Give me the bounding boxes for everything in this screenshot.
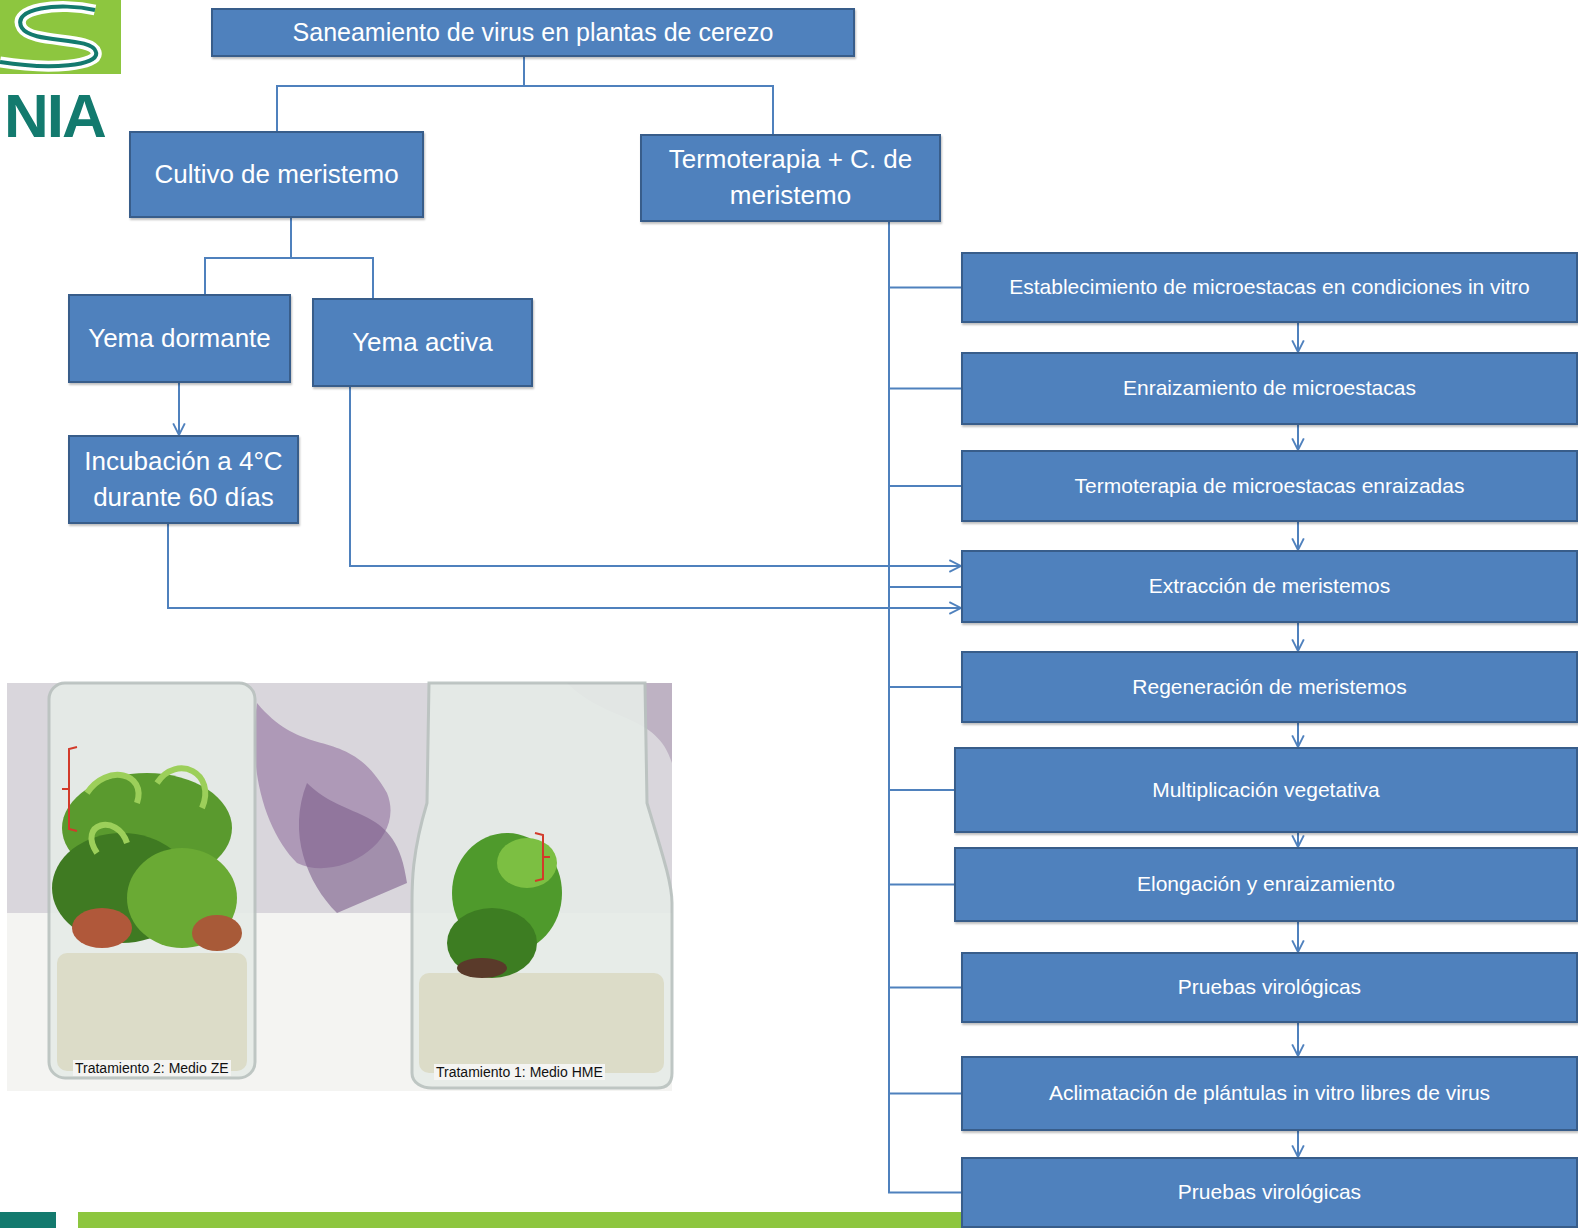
process-box: Saneamiento de virus en plantas de cerez… bbox=[211, 8, 855, 57]
box-label: Regeneración de meristemos bbox=[1132, 673, 1406, 702]
process-box: Termoterapia de microestacas enraizadas bbox=[961, 450, 1578, 522]
box-label: Cultivo de meristemo bbox=[154, 157, 398, 193]
box-text-group: Termoterapia de microestacas enraizadas bbox=[1069, 470, 1471, 503]
flow-connector bbox=[889, 222, 954, 790]
process-box: Termoterapia + C. de meristemo bbox=[640, 134, 941, 222]
box-text-group: Incubación a 4°C durante 60 días bbox=[70, 442, 297, 518]
box-label: Multiplicación vegetativa bbox=[1152, 776, 1380, 805]
logo-s bbox=[0, 7, 96, 67]
box-text-group: Elongación y enraizamiento bbox=[1131, 868, 1401, 901]
flow-connector bbox=[1297, 723, 1299, 747]
photo-caption: Tratamiento 1: Medio HME bbox=[434, 1064, 605, 1080]
flow-connector bbox=[889, 222, 961, 1193]
box-label: Yema activa bbox=[352, 325, 493, 361]
box-text-group: Regeneración de meristemos bbox=[1126, 671, 1412, 704]
flow-connector bbox=[889, 222, 961, 587]
process-box: Pruebas virológicas bbox=[961, 1157, 1578, 1228]
box-label: Saneamiento de virus en plantas de cerez… bbox=[293, 15, 774, 50]
process-box: Establecimiento de microestacas en condi… bbox=[961, 252, 1578, 323]
flow-connector bbox=[291, 218, 373, 298]
box-text-group: Extracción de meristemos bbox=[1143, 570, 1397, 603]
process-box: Elongación y enraizamiento bbox=[954, 847, 1578, 922]
box-label: Enraizamiento de microestacas bbox=[1123, 374, 1416, 403]
flow-connector bbox=[205, 218, 291, 294]
footer-bar bbox=[78, 1212, 978, 1228]
box-label: Pruebas virológicas bbox=[1178, 973, 1361, 1002]
flow-connector bbox=[1297, 522, 1299, 550]
box-label: Termoterapia de microestacas enraizadas bbox=[1075, 472, 1465, 501]
logo-s-line bbox=[0, 7, 96, 67]
process-box: Cultivo de meristemo bbox=[129, 131, 424, 218]
flow-connector bbox=[889, 222, 961, 486]
flow-connector bbox=[889, 222, 961, 988]
box-text-group: Termoterapia + C. de meristemo bbox=[642, 140, 939, 216]
box-text-group: Cultivo de meristemo bbox=[148, 155, 404, 195]
process-box: Aclimatación de plántulas in vitro libre… bbox=[961, 1056, 1578, 1131]
flow-connector bbox=[1297, 922, 1299, 952]
logo-text: NIA bbox=[2, 80, 107, 151]
process-box: Regeneración de meristemos bbox=[961, 651, 1578, 723]
box-text-group: Saneamiento de virus en plantas de cerez… bbox=[287, 13, 780, 52]
process-box: Yema activa bbox=[312, 298, 533, 387]
flow-connector bbox=[1297, 425, 1299, 450]
flow-connector bbox=[1297, 323, 1299, 352]
box-label: Extracción de meristemos bbox=[1149, 572, 1391, 601]
box-label: Incubación a 4°C durante 60 días bbox=[76, 444, 291, 516]
photo-caption: Tratamiento 2: Medio ZE bbox=[73, 1060, 231, 1076]
box-text-group: Yema dormante bbox=[82, 319, 277, 359]
box-label: Yema dormante bbox=[88, 321, 271, 357]
flow-connector bbox=[889, 222, 961, 1094]
process-box: Enraizamiento de microestacas bbox=[961, 352, 1578, 425]
process-box: Incubación a 4°C durante 60 días bbox=[68, 435, 299, 524]
flow-connector bbox=[1297, 833, 1299, 847]
box-text-group: Pruebas virológicas bbox=[1172, 971, 1367, 1004]
box-label: Elongación y enraizamiento bbox=[1137, 870, 1395, 899]
flow-connector bbox=[168, 524, 961, 608]
box-text-group: Aclimatación de plántulas in vitro libre… bbox=[1043, 1077, 1496, 1110]
photo bbox=[7, 683, 672, 1091]
flow-connector bbox=[524, 57, 773, 134]
box-text-group: Pruebas virológicas bbox=[1172, 1176, 1367, 1209]
box-label: Termoterapia + C. de meristemo bbox=[648, 142, 933, 214]
box-label: Aclimatación de plántulas in vitro libre… bbox=[1049, 1079, 1490, 1108]
flow-connector bbox=[1297, 623, 1299, 651]
box-text-group: Multiplicación vegetativa bbox=[1146, 774, 1386, 807]
flow-connector bbox=[1297, 1131, 1299, 1157]
box-text-group: Yema activa bbox=[346, 323, 499, 363]
flow-connector bbox=[889, 222, 961, 288]
process-box: Extracción de meristemos bbox=[961, 550, 1578, 623]
box-label: Establecimiento de microestacas en condi… bbox=[1009, 273, 1530, 302]
flow-connector bbox=[1297, 1023, 1299, 1056]
footer-square bbox=[0, 1212, 56, 1228]
process-box: Yema dormante bbox=[68, 294, 291, 383]
flow-connector bbox=[889, 222, 961, 389]
flow-connector bbox=[277, 57, 524, 131]
box-text-group: Establecimiento de microestacas en condi… bbox=[1003, 271, 1536, 304]
box-text-group: Enraizamiento de microestacas bbox=[1117, 372, 1422, 405]
process-box: Pruebas virológicas bbox=[961, 952, 1578, 1023]
flow-connector bbox=[178, 383, 180, 435]
flow-connector bbox=[889, 222, 954, 885]
flow-connector bbox=[350, 387, 961, 566]
logo-square bbox=[0, 0, 121, 74]
process-box: Multiplicación vegetativa bbox=[954, 747, 1578, 833]
box-label: Pruebas virológicas bbox=[1178, 1178, 1361, 1207]
flow-connector bbox=[889, 222, 961, 687]
